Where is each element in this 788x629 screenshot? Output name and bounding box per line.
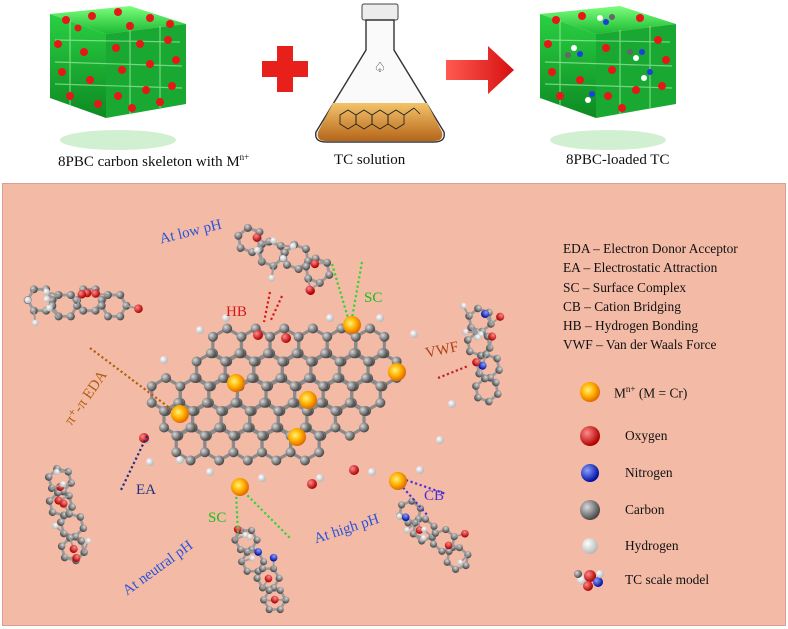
legend-metal-label: Mn+ (M = Cr) [614,384,688,401]
top-scheme: ♤ [50,3,676,150]
caption-loaded-tc: 8PBC-loaded TC [566,152,670,168]
metal-ions [171,316,407,496]
caption-tc-solution: TC solution [334,152,406,168]
metal-ion-icon [580,382,600,402]
interaction-lines [89,261,469,539]
graphene-sheet [139,314,456,489]
nitrogen-atom-icon [581,464,599,482]
abbreviation-list: EDA – Electron Donor Acceptor EA – Elect… [563,239,738,355]
abbr-sc: SC – Surface Complex [563,279,687,295]
label-cb: CB [424,488,445,504]
tc-solution-flask: ♤ [315,3,445,143]
label-hb: HB [226,304,247,320]
tc-molecule-dots [565,14,653,103]
oxygen-atom-icon [580,426,600,446]
caption-skeleton: 8PBC carbon skeleton with Mn+ [58,152,250,170]
abbr-hb: HB – Hydrogen Bonding [563,318,699,334]
legend-hydrogen-label: Hydrogen [625,538,679,553]
legend-tc-model-label: TC scale model [625,572,710,587]
label-sc-bottom: SC [208,510,227,526]
arrow-right-icon [446,46,514,94]
legend-carbon-label: Carbon [625,502,665,517]
abbr-cb: CB – Cation Bridging [563,298,681,314]
legend-icons [574,382,604,591]
hydrogen-atom-icon [582,538,598,554]
carbon-skeleton-block-left [50,6,186,150]
carbon-skeleton-block-right [540,6,676,150]
label-sc-top: SC [364,290,383,306]
tc-structure-icon [339,107,421,130]
mechanism-panel [2,183,786,626]
abbr-eda: EDA – Electron Donor Acceptor [563,241,738,256]
abbr-vwf: VWF – Van der Waals Force [563,337,717,353]
label-ea: EA [136,482,156,498]
plus-icon [262,46,308,92]
metal-ion-dots [54,8,180,112]
carbon-atom-icon [580,500,600,520]
abbr-ea: EA – Electrostatic Attraction [563,260,718,276]
legend-nitrogen-label: Nitrogen [625,465,673,480]
tc-scale-model-icon [574,570,604,591]
legend-oxygen-label: Oxygen [625,428,668,443]
spade-icon: ♤ [374,61,387,76]
tc-molecules [23,223,505,614]
